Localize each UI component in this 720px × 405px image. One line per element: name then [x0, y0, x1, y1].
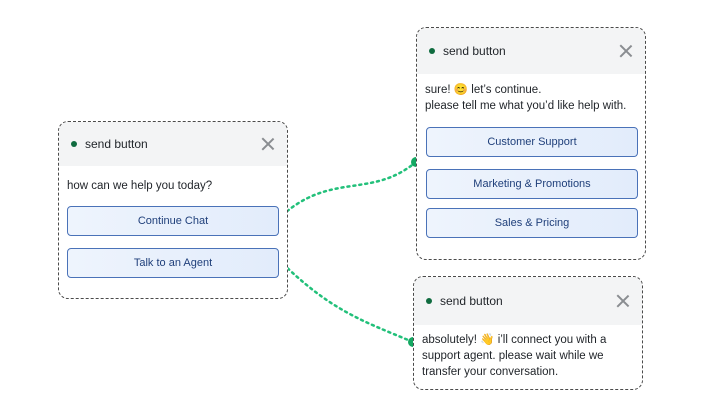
marketing-promotions-button[interactable]: Marketing & Promotions — [426, 169, 638, 199]
card-header: send button — [414, 277, 642, 325]
close-icon[interactable] — [261, 137, 275, 151]
message-line: support agent. please wait while we — [422, 350, 604, 362]
talk-to-agent-card: send button absolutely! 👋 i’ll connect y… — [413, 276, 643, 390]
message-text: how can we help you today? — [67, 180, 213, 192]
connector-continue-chat — [276, 160, 418, 221]
status-dot-icon — [426, 298, 432, 304]
card-title: send button — [85, 137, 148, 151]
continue-chat-button[interactable]: Continue Chat — [67, 206, 279, 236]
message-line: please tell me what you’d like help with… — [425, 100, 627, 112]
connector-talk-to-agent — [277, 258, 415, 344]
close-icon[interactable] — [616, 294, 630, 308]
card-header: send button — [417, 28, 645, 74]
status-dot-icon — [429, 48, 435, 54]
bot-message: absolutely! 👋 i’ll connect you with a su… — [414, 332, 642, 380]
message-line: transfer your conversation. — [422, 366, 559, 378]
card-title: send button — [440, 294, 503, 308]
bot-message: sure! 😊 let’s continue. please tell me w… — [417, 82, 645, 114]
talk-to-agent-button[interactable]: Talk to an Agent — [67, 248, 279, 278]
status-dot-icon — [71, 141, 77, 147]
continue-chat-card: send button sure! 😊 let’s continue. plea… — [416, 27, 646, 260]
message-line: absolutely! 👋 i’ll connect you with a — [422, 334, 607, 346]
customer-support-button[interactable]: Customer Support — [426, 127, 638, 157]
card-title: send button — [443, 44, 506, 58]
bot-message: how can we help you today? — [59, 178, 287, 194]
close-icon[interactable] — [619, 44, 633, 58]
main-chat-card: send button how can we help you today? C… — [58, 121, 288, 299]
card-header: send button — [59, 122, 287, 166]
message-line: sure! 😊 let’s continue. — [425, 84, 542, 96]
sales-pricing-button[interactable]: Sales & Pricing — [426, 208, 638, 238]
